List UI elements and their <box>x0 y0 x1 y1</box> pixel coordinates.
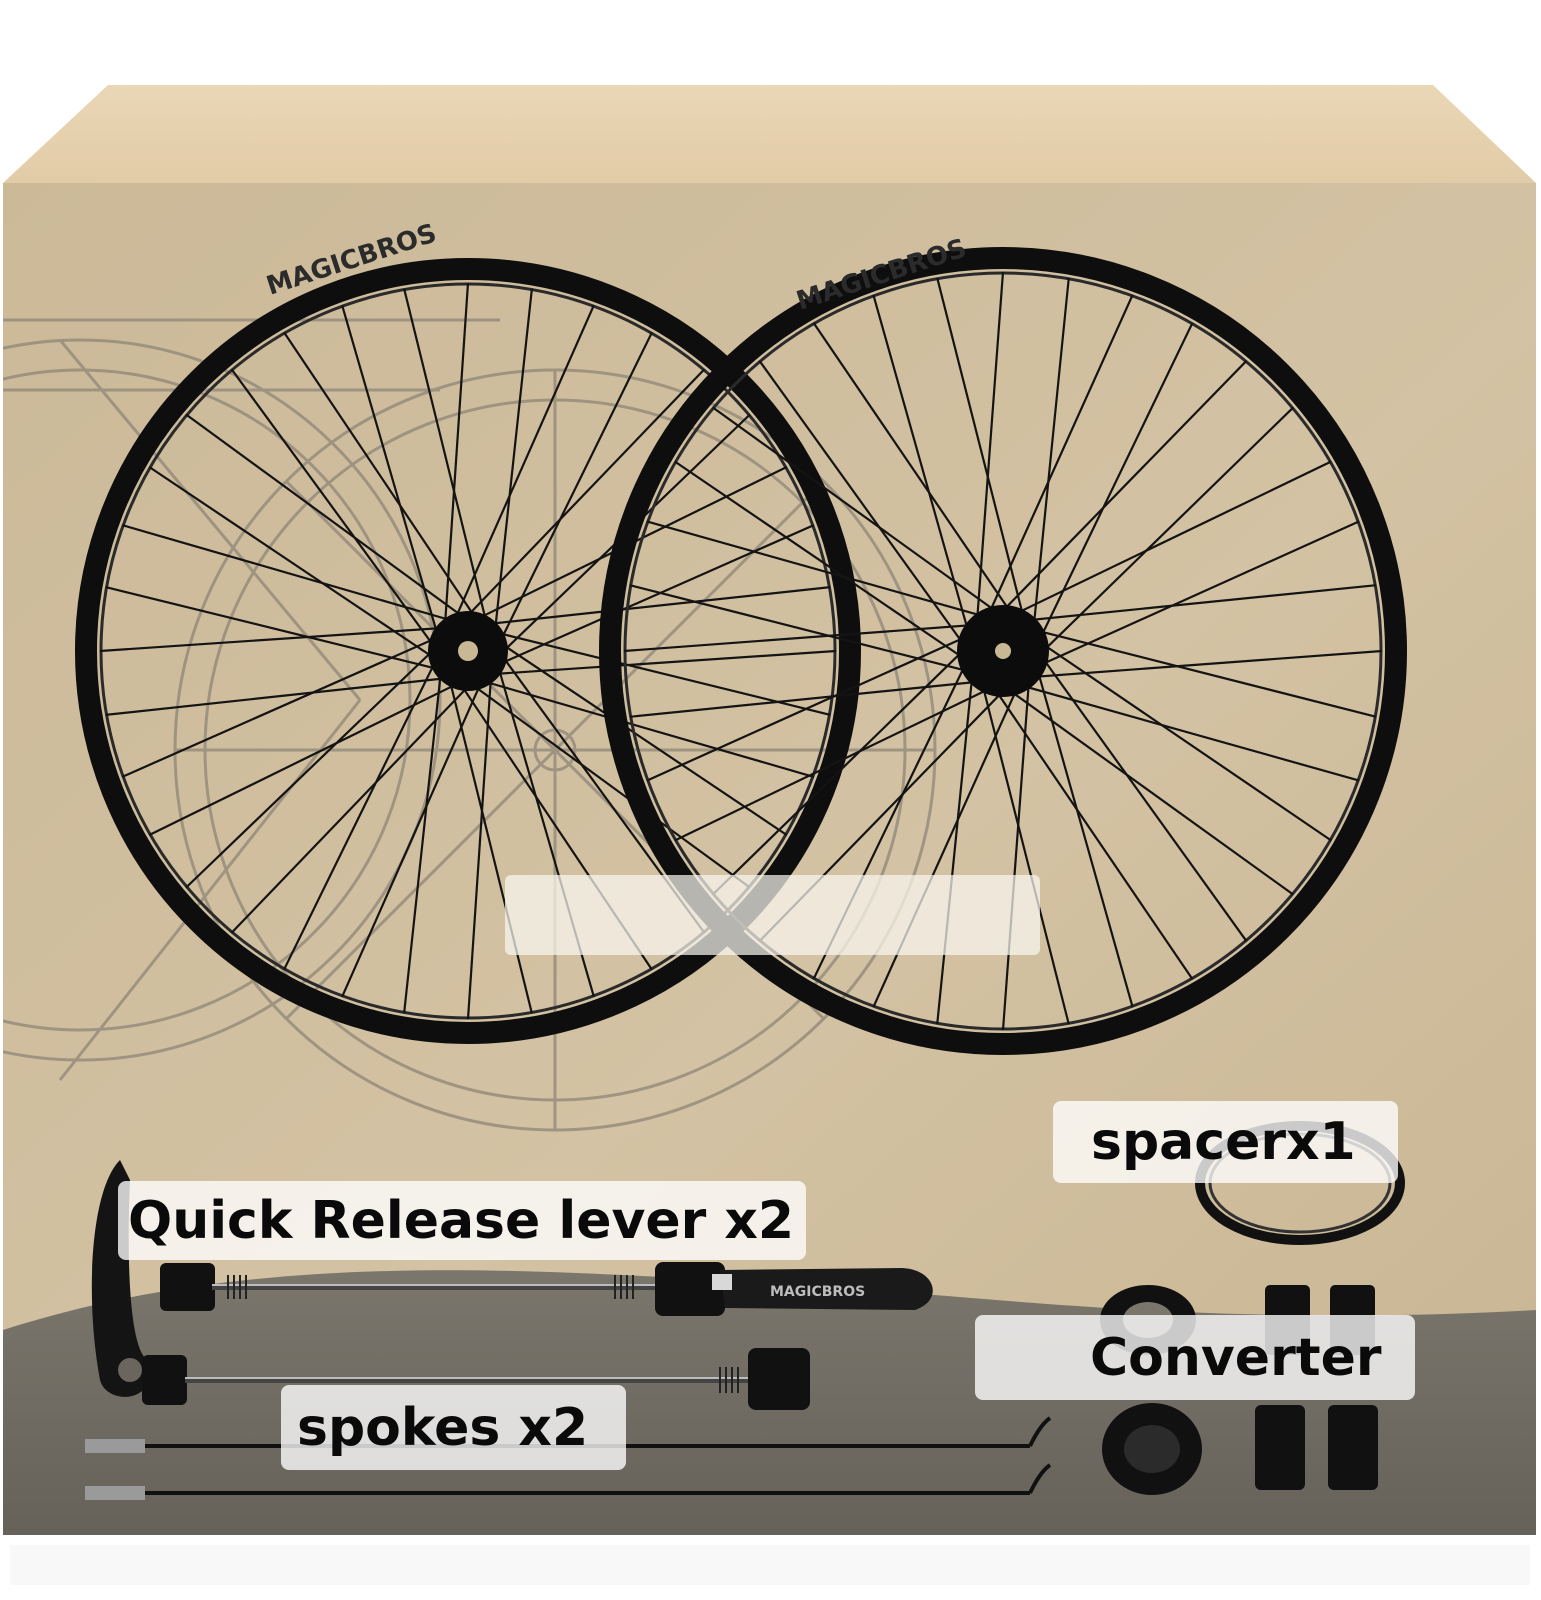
wheel-spoke <box>477 678 815 778</box>
wheel-spoke <box>105 676 454 716</box>
wheel-spoke <box>341 676 485 998</box>
wheel-spoke <box>1036 649 1248 942</box>
wheel-spoke <box>341 304 441 642</box>
wheel-spoke <box>447 673 533 1014</box>
wheel-spoke <box>975 271 1005 630</box>
wheel-spoke <box>674 683 999 842</box>
skewer-bottom <box>91 1160 810 1410</box>
wheel-spoke <box>283 331 480 624</box>
wheel-spoke <box>99 626 450 653</box>
wheel-spoke <box>185 644 440 889</box>
wheel-spoke <box>466 680 751 889</box>
wheel-spoke <box>443 282 470 633</box>
quick-release-label: Quick Release lever x2 <box>118 1181 806 1260</box>
wheel-spoke <box>121 524 459 624</box>
wheel-spoke <box>461 368 706 623</box>
wheel-spoke <box>283 654 440 971</box>
box-top-face <box>3 85 1536 183</box>
front-wheel: MAGICBROS <box>75 219 861 1044</box>
wheel-spoke <box>995 359 1248 619</box>
wheel-spoke <box>493 288 533 637</box>
skewer-top: MAGICBROS <box>160 1262 933 1316</box>
spokes-label: spokes x2 <box>281 1385 626 1470</box>
wheel-spoke <box>984 294 1134 623</box>
wheel-spoke <box>121 634 443 778</box>
lever-brand-text: MAGICBROS <box>770 1284 865 1300</box>
wheel-spoke <box>148 466 441 663</box>
wheel-spoke <box>872 294 972 641</box>
wheel-spoke <box>496 331 653 648</box>
spacer-label: spacerx1 <box>1053 1101 1398 1183</box>
wheel-spoke <box>403 288 489 629</box>
converter-label: Converter <box>975 1315 1415 1400</box>
wheel-spoke <box>493 524 815 668</box>
wheel-spoke <box>148 679 465 836</box>
wheel-spoke <box>629 679 987 718</box>
wheel-spoke <box>230 679 475 934</box>
wheel-spoke <box>1001 672 1031 1031</box>
wheel-spoke <box>486 649 837 676</box>
rear-wheel-spokes <box>623 271 1383 1031</box>
wheel-spoke <box>105 586 446 672</box>
background-wheel-illustration <box>3 318 937 1132</box>
wheel-spoke <box>1033 637 1332 842</box>
wheel-spoke <box>490 630 831 716</box>
wheel-spoke <box>758 360 970 653</box>
wheel-spoke <box>230 368 439 653</box>
wheel-spoke <box>674 460 973 665</box>
wheel-spoke <box>451 304 595 626</box>
wheel-spoke <box>482 586 831 626</box>
wheel-spoke <box>495 639 788 836</box>
wheel-spoke <box>185 413 470 622</box>
wheel-spoke <box>1019 584 1377 623</box>
wheel-spoke <box>1031 520 1360 670</box>
front-wheel-spokes <box>99 282 837 1020</box>
rear-wheel-rim <box>599 247 1407 1055</box>
wheel-spoke <box>403 665 443 1014</box>
wheel-spoke <box>1007 460 1332 619</box>
wheel-spoke <box>629 584 978 675</box>
wheel-spoke <box>1034 661 1134 1008</box>
blank-label-strip <box>505 875 1040 955</box>
rear-wheel: MAGICBROS <box>599 234 1407 1055</box>
wheel-spoke <box>466 669 493 1020</box>
front-wheel-rim <box>75 258 861 1044</box>
